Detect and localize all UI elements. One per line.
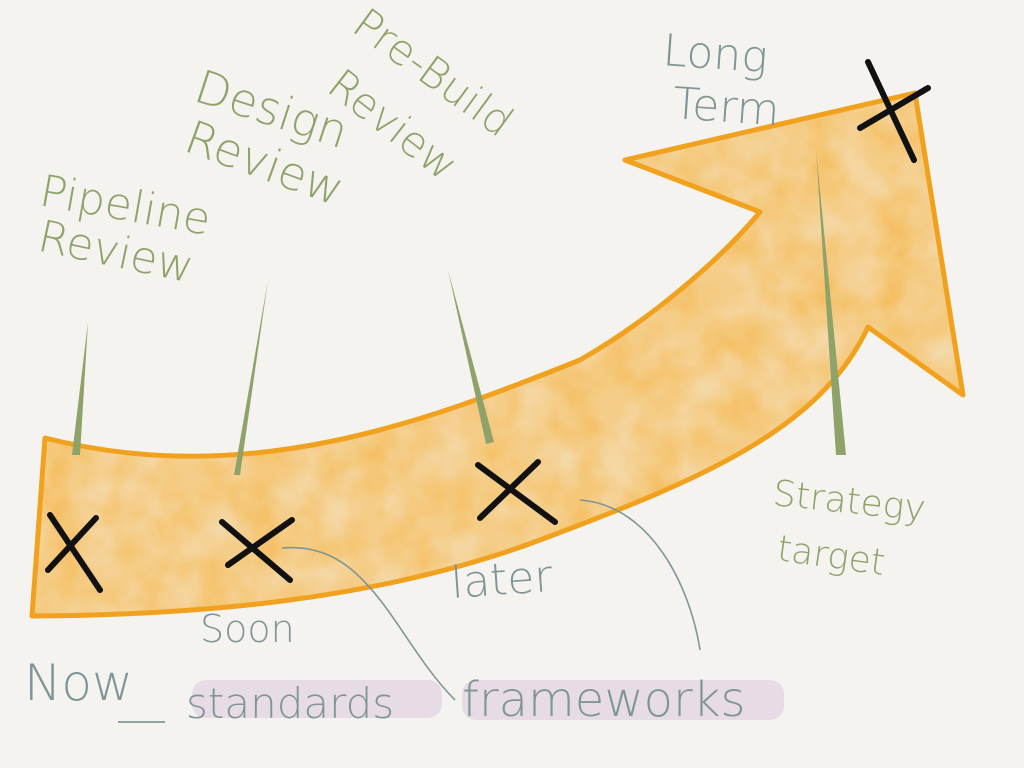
long-term-label-2: Term [671,78,781,136]
later-label: later [449,551,555,609]
standards-label: standards [186,679,394,728]
marker-now [45,512,103,593]
strategy-pointer [816,150,846,455]
soon-label: Soon [200,607,295,651]
roadmap-arrow-outline [29,90,966,619]
frameworks-highlight [462,680,784,720]
later-frameworks-connector [579,499,701,651]
soon-standards-connector [281,546,456,701]
now-label: Now [24,654,133,712]
marker-soon [219,517,295,583]
frameworks-label: frameworks [462,672,746,728]
roadmap-arrow-fill [32,93,963,616]
pipeline-pointer [72,322,88,455]
strategy-label-2: target [775,528,888,584]
strategy-label-1: Strategy [771,473,927,530]
design-pointer [234,280,268,475]
long-term-label-1: Long [661,25,769,83]
marker-long-term [857,59,931,163]
standards-highlight [192,680,442,718]
prebuild-pointer [448,270,494,444]
marker-later [475,459,558,525]
